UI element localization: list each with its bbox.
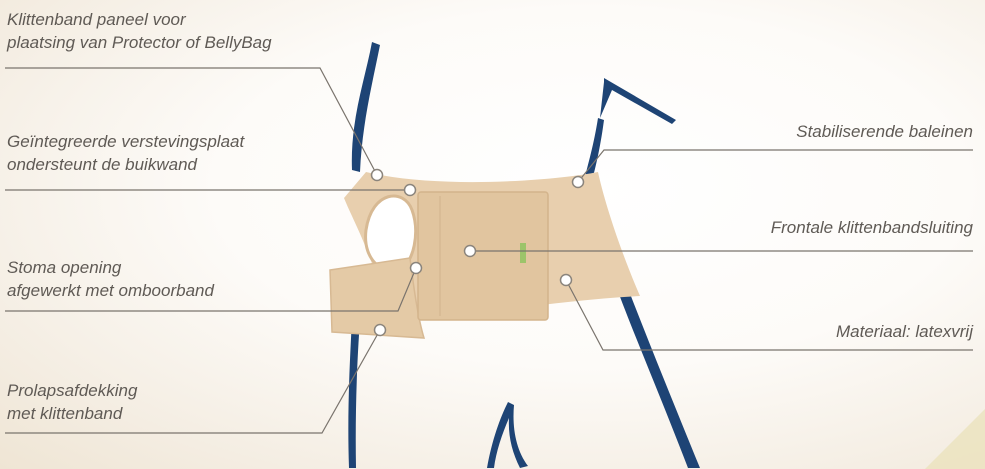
label-klittenband-paneel-line1: Klittenband paneel voor — [7, 8, 272, 31]
label-stoma-opening: Stoma opening afgewerkt met omboorband — [7, 256, 214, 302]
marker-klittenband-paneel — [372, 170, 383, 181]
front-velcro-panel — [418, 192, 548, 320]
silhouette-right-shoulder — [600, 78, 676, 124]
label-materiaal-line1: Materiaal: latexvrij — [836, 320, 973, 343]
marker-prolapsafdekking — [375, 325, 386, 336]
silhouette-left-upper — [352, 42, 380, 172]
label-klittenband-paneel-line2: plaatsing van Protector of BellyBag — [7, 31, 272, 54]
silhouette-bottom-inner — [487, 402, 528, 468]
label-prolapsafdekking: Prolapsafdekking met klittenband — [7, 379, 137, 425]
label-baleinen-line1: Stabiliserende baleinen — [796, 120, 973, 143]
marker-materiaal — [561, 275, 572, 286]
leader-baleinen — [578, 150, 973, 182]
belt-tag — [520, 243, 526, 263]
marker-baleinen — [573, 177, 584, 188]
label-sluiting: Frontale klittenbandsluiting — [771, 216, 973, 239]
stoma-belt — [330, 172, 640, 338]
marker-sluiting — [465, 246, 476, 257]
label-prolapsafdekking-line1: Prolapsafdekking — [7, 379, 137, 402]
label-stoma-opening-line2: afgewerkt met omboorband — [7, 279, 214, 302]
label-baleinen: Stabiliserende baleinen — [796, 120, 973, 143]
label-klittenband-paneel: Klittenband paneel voor plaatsing van Pr… — [7, 8, 272, 54]
label-verstevingsplaat-line2: ondersteunt de buikwand — [7, 153, 244, 176]
label-stoma-opening-line1: Stoma opening — [7, 256, 214, 279]
label-sluiting-line1: Frontale klittenbandsluiting — [771, 216, 973, 239]
label-materiaal: Materiaal: latexvrij — [836, 320, 973, 343]
label-verstevingsplaat-line1: Geïntegreerde verstevingsplaat — [7, 130, 244, 153]
silhouette-left-lower — [348, 318, 360, 468]
marker-verstevingsplaat — [405, 185, 416, 196]
label-prolapsafdekking-line2: met klittenband — [7, 402, 137, 425]
marker-stoma-opening — [411, 263, 422, 274]
label-verstevingsplaat: Geïntegreerde verstevingsplaat ondersteu… — [7, 130, 244, 176]
silhouette-right-lower — [616, 278, 700, 468]
